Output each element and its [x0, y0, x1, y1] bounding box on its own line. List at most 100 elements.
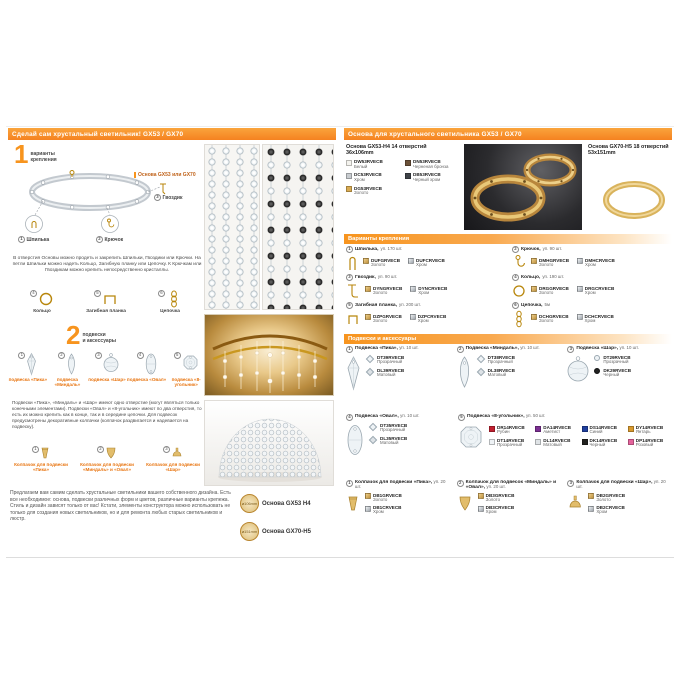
product-code: DS14RVECB [589, 425, 618, 430]
gold-swatch [365, 493, 371, 500]
product-code: DT35RVECB [380, 423, 408, 428]
color-name: Черненая бронза [413, 163, 449, 169]
product-code: DB1GRVECB [373, 492, 402, 498]
color-name: Черный [589, 442, 606, 448]
product-code: DY14RVECB [635, 425, 664, 430]
pin-number: 1 [18, 236, 25, 243]
product-code: DN53RVECB [413, 159, 441, 165]
chrome-swatch [576, 314, 583, 321]
photo-crystal-strands-clear [204, 144, 260, 310]
chrome-swatch [577, 258, 584, 265]
left-page-header: Сделай сам хрустальный светильник! GX53 … [8, 128, 336, 140]
clear-pendant-thumb [365, 354, 375, 364]
product-code: DL35RVECB [380, 436, 408, 442]
left-header-title: Сделай сам хрустальный светильник! GX53 … [12, 130, 184, 138]
clear-pendant-thumb [368, 422, 378, 432]
nail-icon [346, 282, 360, 300]
color-swatch [346, 186, 352, 192]
right-header-title: Основа для хрустального светильника GX53… [348, 130, 522, 138]
product-code: DYNCRVECB [418, 285, 448, 291]
pin-icon [346, 254, 358, 272]
product-code: DP14RVECB [635, 438, 664, 444]
black-ball-thumb [594, 368, 601, 375]
color-name: Аметист [543, 429, 561, 435]
diameter-badge-gx70: ⌀151mm [240, 522, 259, 541]
color-swatch [581, 438, 588, 445]
product-code: DK29RVECB [603, 368, 632, 374]
almond-pendant-icon [66, 352, 77, 376]
product-code: DT14RVECB [497, 438, 525, 444]
color-swatch [346, 172, 352, 179]
right-page-header: Основа для хрустального светильника GX53… [344, 128, 672, 140]
step-2-number: 2 [66, 320, 81, 350]
color-swatch [405, 172, 411, 179]
product-code: DC53RVECB [354, 172, 382, 178]
octagon-pendant-icon [458, 423, 484, 453]
chrome-swatch [410, 286, 417, 293]
color-swatch [627, 438, 634, 445]
chrome-swatch [576, 286, 583, 293]
product-code: DRGCRVECB [584, 285, 615, 291]
product-code: DT39RVECB [377, 355, 405, 360]
product-code: DW53RVECB [354, 159, 383, 165]
product-code: DCHGRVECB [539, 313, 569, 319]
base-gx70-size: 53х151mm [588, 150, 616, 157]
chrome-swatch [477, 505, 484, 512]
pika-pendant-icon [26, 352, 37, 376]
color-swatch [535, 425, 542, 432]
product-code: DMHGRVECB [539, 257, 570, 263]
ball-pendant-icon [567, 355, 589, 385]
pendant-shar: 3 подвеска «Шар» [88, 352, 126, 382]
photo-gold-chandelier [204, 314, 334, 396]
clear-ball-thumb [594, 355, 601, 361]
pika-cap-icon [40, 446, 50, 461]
clear-pendant-thumb [476, 354, 485, 364]
chrome-swatch [409, 314, 416, 321]
fastener-icons-row: 4 Кольцо 5 Загибная планка 6 Цепочка [10, 290, 202, 314]
product-code: DL14RVECB [543, 438, 571, 444]
color-name: Хром [354, 176, 365, 182]
cap-mindal-oval: 2 Колпачок для подвески «Миндаль» и «Ова… [80, 446, 134, 473]
ring-icon [512, 282, 526, 300]
ball-cap-icon [567, 494, 583, 514]
base-gx70-block: Основа GX70-H5 18 отверстий 53х151mm [588, 144, 670, 156]
photo-crystal-dome [204, 400, 334, 486]
hook-icon [512, 254, 526, 272]
photo-caption-gx53: ⌀106mm Основа GX53 H4 [240, 494, 311, 513]
matte-pendant-thumb [365, 367, 375, 377]
color-name: Розовый [635, 442, 654, 448]
pendant-oval: 4 подвеска «Овал» [126, 352, 167, 382]
color-swatch [627, 425, 634, 432]
color-name: Матовый [543, 442, 562, 448]
base-callout-label: Основа GX53 или GX70 [134, 172, 206, 178]
color-name: Прозрачный [497, 442, 523, 448]
